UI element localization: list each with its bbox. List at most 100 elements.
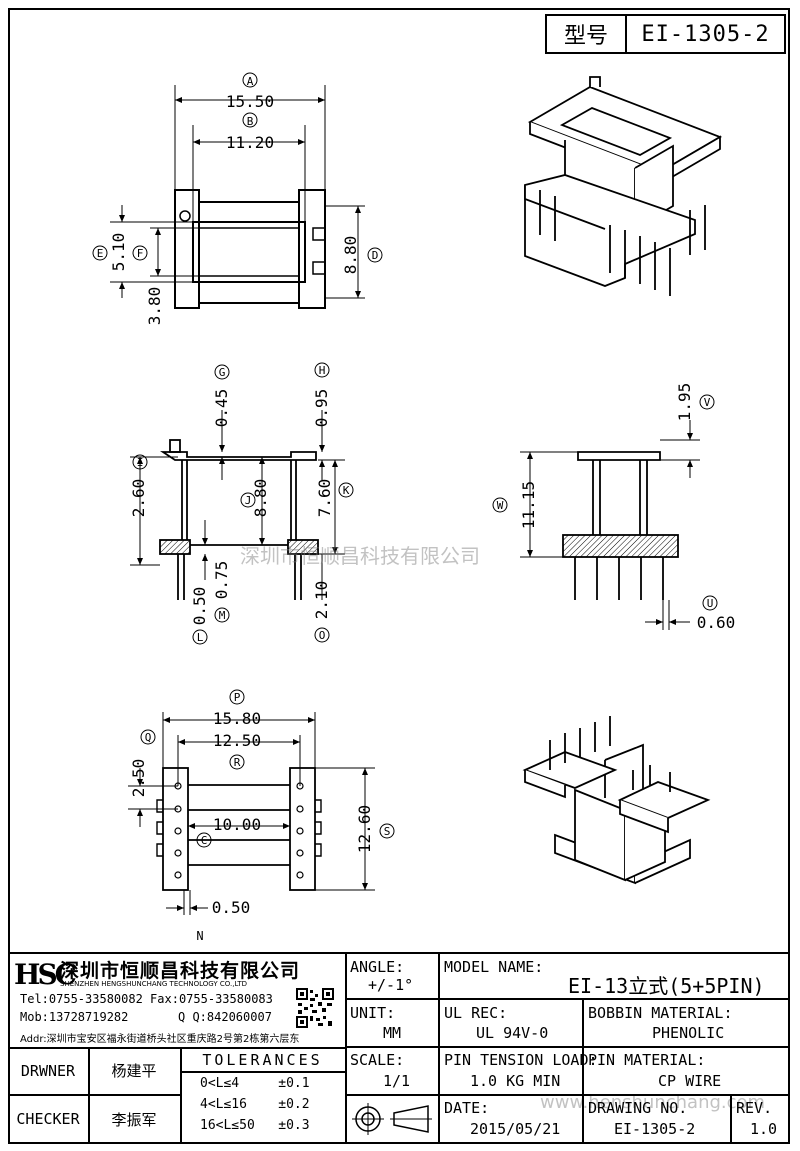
dim-j-label: J [245, 494, 252, 507]
pin-tension-label: PIN TENSION LOAD: [444, 1051, 598, 1069]
dim-r-label: R [234, 756, 241, 769]
dim-f-label: F [137, 247, 144, 260]
model-label: 型号 [547, 16, 627, 52]
dim-o-label: O [319, 629, 326, 642]
drawer-label: DRWNER [20, 1061, 76, 1080]
dim-s-label: S [384, 825, 391, 838]
dim-l-label: L [197, 631, 204, 644]
checker-value: 李振军 [111, 1110, 157, 1129]
drawer-value: 杨建平 [111, 1062, 157, 1080]
dim-k-label: K [343, 484, 350, 497]
watermark-url: www.henshunchang.com [540, 1092, 766, 1113]
pin-tension-value: 1.0 KG MIN [470, 1072, 561, 1090]
top-view-labels: A 15.50 B 11.20 E 5.10 F 3.80 D 8.80 [92, 72, 383, 326]
angle-label: ANGLE: [350, 958, 405, 976]
scale-value: 1/1 [383, 1072, 411, 1090]
model-name-label: MODEL NAME: [444, 958, 544, 976]
company-tel: Tel:0755-33580082 Fax:0755-33580083 [20, 992, 273, 1006]
tolerances-label: TOLERANCES [202, 1051, 323, 1069]
dim-q-value: 2.50 [129, 759, 148, 798]
dim-n-label: N [196, 929, 203, 943]
front-view-labels: V 1.95 W 11.15 U 0.60 [492, 383, 736, 632]
scale-label: SCALE: [350, 1051, 405, 1069]
dim-m-value: 0.75 [212, 561, 231, 600]
dim-v-label: V [704, 396, 711, 409]
title-block: HSC 深圳市恒顺昌科技有限公司 SHENZHEN HENGSHUNCHANG … [8, 952, 790, 1146]
checker-label: CHECKER [16, 1110, 80, 1128]
dim-k-value: 7.60 [315, 479, 334, 518]
dim-i-value: 2.60 [129, 479, 148, 518]
company-qq: Q Q:842060007 [178, 1010, 272, 1024]
dim-b-value: 11.20 [226, 133, 274, 152]
drawing-border [8, 8, 790, 1144]
rev-label: REV. [736, 1099, 773, 1117]
dim-d-label: D [372, 249, 379, 262]
bobbin-3d-view-bottom [522, 716, 711, 885]
dim-c-value: 10.00 [213, 815, 261, 834]
dim-l-value: 0.50 [190, 587, 209, 626]
company-address: Addr:深圳市宝安区福永街道桥头社区重庆路2号第2栋第六层东 [20, 1034, 300, 1045]
model-value: EI-1305-2 [641, 21, 770, 47]
date-value: 2015/05/21 [470, 1120, 561, 1138]
dim-e-value: 5.10 [109, 233, 128, 272]
dim-r-value: 12.50 [213, 731, 261, 750]
dim-j-value: 8.80 [251, 479, 270, 518]
bottom-view-labels: P 15.80 Q 2.50 12.50 R 10.00 C S 12.60 0… [129, 689, 395, 943]
dim-h-label: H [319, 364, 326, 377]
bottom-view [128, 712, 375, 915]
company-name-en: SHENZHEN HENGSHUNCHANG TECHNOLOGY CO.,LT… [60, 980, 248, 988]
side-view-labels: G 0.45 H 0.95 I 2.60 J 8.80 K 7.60 L 0.5… [129, 362, 354, 645]
dim-p-label: P [234, 691, 241, 704]
projection-symbol-icon [352, 1103, 432, 1135]
dim-q-label: Q [145, 731, 152, 744]
company-mob: Mob:13728719282 [20, 1010, 129, 1024]
dim-d-value: 8.80 [341, 236, 360, 275]
tolerance-row-3: 16<L≤50 ±0.3 [200, 1118, 310, 1133]
dim-o-value: 2.10 [312, 581, 331, 620]
dim-u-label: U [707, 597, 714, 610]
top-view [110, 85, 365, 309]
rev-value: 1.0 [750, 1120, 778, 1138]
tolerance-row-1: 0<L≤4 ±0.1 [200, 1076, 310, 1091]
dim-w-value: 11.15 [519, 481, 538, 529]
bobbin-3d-view-top [524, 76, 723, 296]
angle-value: +/-1° [368, 976, 414, 994]
date-label: DATE: [444, 1099, 490, 1117]
dim-v-value: 1.95 [675, 383, 694, 422]
dim-a-value: 15.50 [226, 92, 274, 111]
ul-rec-label: UL REC: [444, 1004, 508, 1022]
front-view [520, 420, 700, 630]
dim-c-label: C [201, 834, 208, 847]
model-number-box: 型号 EI-1305-2 [545, 14, 786, 54]
pin-material-value: CP WIRE [658, 1072, 722, 1090]
qr-code-icon [296, 988, 334, 1028]
bobbin-material-label: BOBBIN MATERIAL: [588, 1004, 733, 1022]
dim-p-value: 15.80 [213, 709, 261, 728]
dim-i-label: I [137, 456, 144, 469]
model-name-value: EI-13立式(5+5PIN) [568, 974, 765, 998]
dim-b-label: B [247, 115, 254, 128]
technical-drawing: A 15.50 B 11.20 E 5.10 F 3.80 D 8.80 [92, 72, 736, 943]
tolerance-row-2: 4<L≤16 ±0.2 [200, 1097, 310, 1112]
bobbin-material-value: PHENOLIC [652, 1024, 725, 1042]
unit-value: MM [383, 1024, 402, 1042]
dim-u-value: 0.60 [697, 613, 736, 632]
pin-material-label: PIN MATERIAL: [588, 1051, 706, 1069]
dim-a-label: A [247, 75, 254, 88]
dim-h-value: 0.95 [312, 389, 331, 428]
dim-m-label: M [219, 609, 226, 622]
dim-e-label: E [97, 247, 104, 260]
watermark-company: 深圳市恒顺昌科技有限公司 [240, 544, 480, 568]
company-name: 深圳市恒顺昌科技有限公司 [60, 960, 301, 982]
dim-s-value: 12.60 [355, 805, 374, 853]
dim-w-label: W [497, 499, 504, 512]
ul-rec-value: UL 94V-0 [476, 1024, 549, 1042]
dim-n-value: 0.50 [212, 898, 251, 917]
unit-label: UNIT: [350, 1004, 396, 1022]
drawing-no-value: EI-1305-2 [614, 1120, 696, 1138]
dim-f-value: 3.80 [145, 287, 164, 326]
company-logo: HSC [14, 958, 77, 991]
dim-g-value: 0.45 [212, 389, 231, 428]
drawing-no-label: DRAWING NO. [588, 1099, 688, 1117]
side-view [130, 410, 345, 600]
